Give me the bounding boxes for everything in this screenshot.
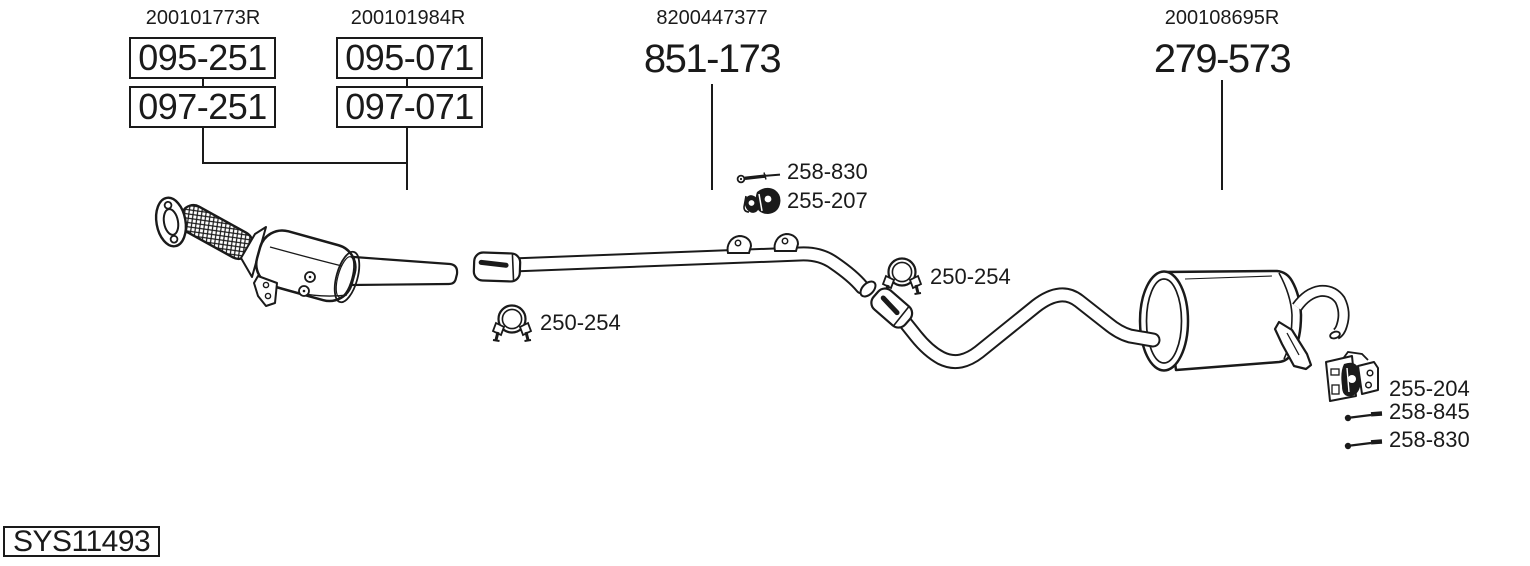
hanger-bracket-icon xyxy=(1325,351,1379,402)
callout-middle-bolt[interactable]: 258-830 xyxy=(787,159,868,184)
callout-rear-bolt-845[interactable]: 258-845 xyxy=(1389,399,1470,424)
pipe-hanger-brackets xyxy=(726,232,800,254)
oe-ref-rear-muffler: 200108695R xyxy=(1164,7,1280,29)
bolt-icon-middle xyxy=(736,172,781,184)
front-flange xyxy=(154,196,188,248)
oe-ref-middle-pipe: 8200447377 xyxy=(656,7,768,29)
part-number-box-095-071[interactable]: 095-071 xyxy=(336,37,483,79)
pipe-clamp-icon-front xyxy=(491,304,533,343)
oe-ref-catalyst-2: 200101984R xyxy=(350,7,466,29)
part-number-box-095-251[interactable]: 095-251 xyxy=(129,37,276,79)
part-number-box-097-071[interactable]: 097-071 xyxy=(336,86,483,128)
oe-ref-catalyst-1: 200101773R xyxy=(145,7,261,29)
callout-hanger-bracket[interactable]: 255-204 xyxy=(1389,376,1470,401)
bolt-icon-258-830-rear xyxy=(1344,439,1383,450)
callout-rear-bolt-830[interactable]: 258-830 xyxy=(1389,427,1470,452)
middle-pipe-drawing xyxy=(472,232,877,298)
callout-rear-clamp[interactable]: 250-254 xyxy=(930,264,1011,289)
part-number-box-097-251[interactable]: 097-251 xyxy=(129,86,276,128)
bolt-icon-258-845 xyxy=(1344,411,1383,422)
callout-front-clamp[interactable]: 250-254 xyxy=(540,310,621,335)
front-pipe-catalyst-drawing xyxy=(154,196,459,307)
callout-rubber-hanger[interactable]: 255-207 xyxy=(787,188,868,213)
rear-pipe-drawing xyxy=(870,287,1161,370)
rubber-hanger-icon xyxy=(743,187,781,214)
system-code-box: SYS11493 xyxy=(3,526,161,557)
rear-muffler-drawing xyxy=(1138,269,1350,372)
part-number-middle-pipe[interactable]: 851-173 xyxy=(643,37,782,81)
part-number-rear-muffler[interactable]: 279-573 xyxy=(1153,37,1292,81)
